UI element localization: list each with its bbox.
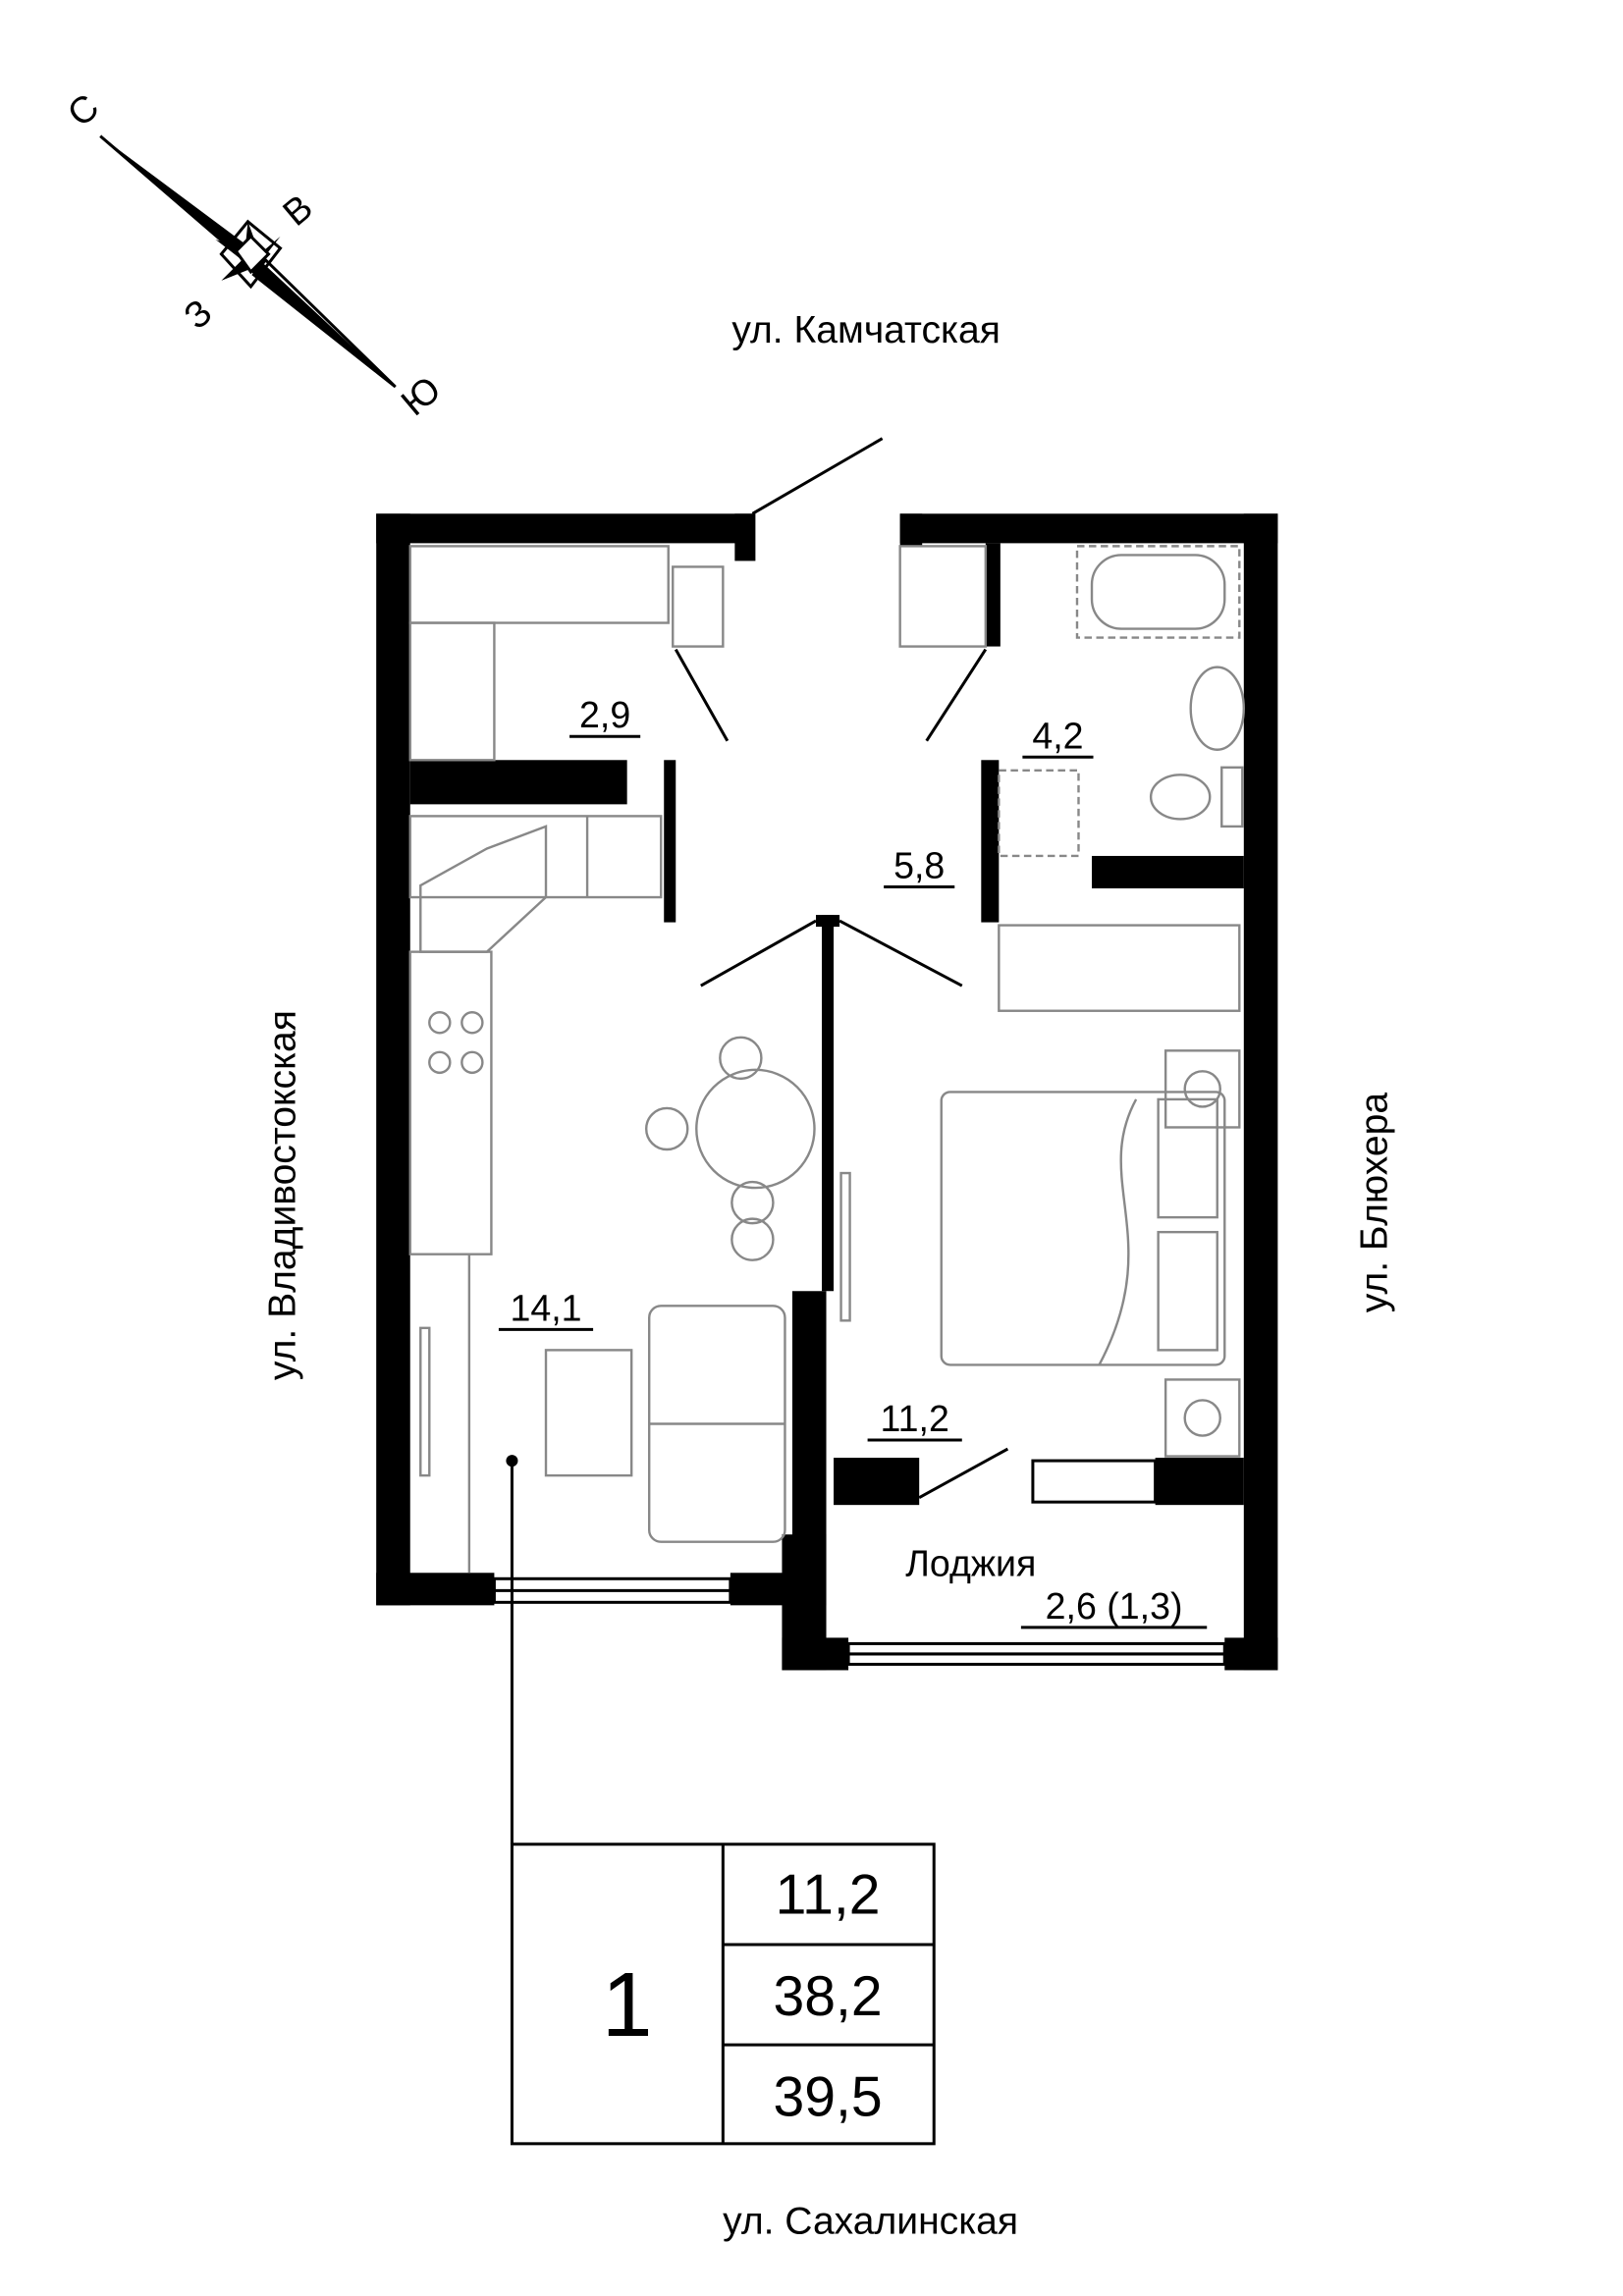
windows [492, 1459, 1226, 1666]
rooms-count: 1 [602, 1953, 653, 2056]
loggia-area: 2,6 (1,3) [1046, 1585, 1183, 1627]
compass-west: З [176, 291, 219, 337]
walls [376, 513, 1278, 1671]
street-top: ул. Камчатская [731, 309, 1001, 351]
room-area-hall: 5,8 [893, 845, 945, 886]
door-swings [674, 437, 1009, 1499]
room-area-bathroom: 4,2 [1032, 715, 1083, 756]
compass-north: С [60, 85, 107, 134]
total-area-with-loggia: 39,5 [773, 2065, 882, 2128]
room-area-kitchen-living: 14,1 [510, 1287, 581, 1328]
street-left: ул. Владивостокская [262, 1010, 304, 1380]
total-area: 38,2 [773, 1965, 882, 2028]
furniture [408, 545, 1246, 1574]
living-area: 11,2 [776, 1863, 881, 1926]
room-area-wardrobe: 2,9 [579, 694, 630, 735]
compass-rose-icon [99, 134, 397, 389]
summary-table: 1 11,2 38,2 39,5 [510, 1842, 936, 2146]
compass-east: В [275, 187, 320, 234]
street-right: ул. Блюхера [1354, 1093, 1396, 1313]
compass-south: Ю [393, 368, 448, 424]
loggia-name: Лоджия [905, 1542, 1036, 1583]
room-area-bedroom: 11,2 [881, 1398, 949, 1439]
street-bottom: ул. Сахалинская [723, 2201, 1018, 2243]
